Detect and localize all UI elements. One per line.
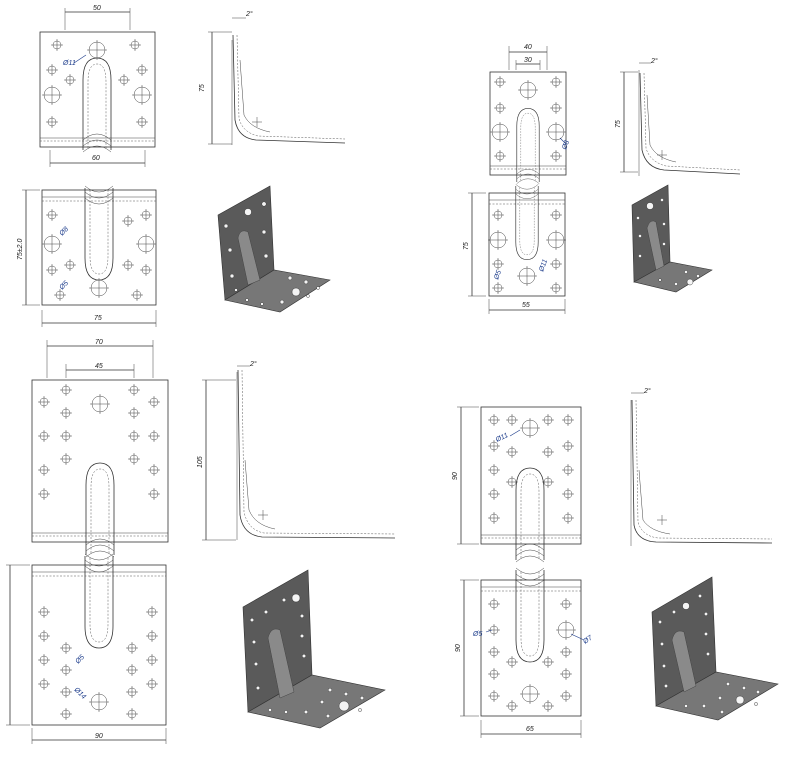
bracket-d-3d-render (651, 576, 779, 721)
bracket-a-angle-dim: 2° (245, 10, 253, 18)
bracket-d-hole-b-label: Ø7 (581, 634, 594, 646)
bracket-b-side-height-dim: 75 (615, 120, 622, 128)
bracket-a-back-width-dim: 75 (94, 315, 102, 322)
bracket-a-back-view: 75±2.0 75 Ø8 Ø5 (17, 185, 157, 327)
bracket-b-hole-a-label: Ø11 (538, 258, 549, 273)
bracket-a-hole-label: Ø11 (62, 60, 76, 67)
bracket-b-hole-label: Ø8 (561, 139, 571, 151)
bracket-b-side-view: 75 2° (615, 57, 741, 176)
bracket-a-side-height-dim: 75 (199, 84, 206, 92)
bracket-a-hole-a-label: Ø8 (58, 226, 70, 238)
bracket-b-front-view: 40 30 Ø8 (489, 44, 571, 184)
bracket-a-top-width-dim: 50 (93, 5, 101, 12)
bracket-b-back-view: 75 55 Ø11 Ø5 (463, 184, 567, 314)
bracket-c-side-view: 105 2° (197, 360, 396, 541)
bracket-d-front-height-dim: 90 (452, 472, 459, 480)
bracket-c-hole-a-label: Ø5 (74, 654, 86, 666)
bracket-d-side-view: 2° (630, 387, 773, 546)
bracket-c-inner-width-dim: 45 (95, 363, 103, 370)
bracket-b-inner-width-dim: 30 (524, 57, 532, 64)
bracket-b-3d-render (631, 184, 713, 293)
bracket-c-hole-b-label: Ø14 (72, 686, 87, 701)
bracket-d-back-width-dim: 65 (526, 726, 534, 733)
bracket-c-front-view: 70 45 (31, 339, 169, 558)
bracket-d-hole-a-label: Ø5 (472, 631, 482, 638)
bracket-a-hole-b-label: Ø5 (58, 280, 70, 292)
bracket-b-back-height-dim: 75 (463, 242, 470, 250)
bracket-c-top-width-dim: 70 (95, 339, 103, 346)
bracket-c-side-height-dim: 105 (197, 456, 204, 468)
bracket-c-3d-render (242, 569, 386, 729)
bracket-c-back-view: 90 Ø5 Ø14 (6, 553, 167, 744)
bracket-d-back-view: 90 65 Ø5 Ø7 (455, 567, 595, 738)
bracket-a-side-view: 75 2° (199, 10, 346, 145)
bracket-a-bottom-width-dim: 60 (92, 155, 100, 162)
bracket-d-angle-dim: 2° (643, 387, 651, 395)
bracket-a-front-view: 50 60 Ø11 (39, 5, 156, 167)
bracket-d-back-height-dim: 90 (455, 644, 462, 652)
bracket-c-angle-dim: 2° (249, 360, 257, 368)
bracket-c-back-width-dim: 90 (95, 733, 103, 740)
bracket-a-back-height-dim: 75±2.0 (17, 239, 24, 260)
bracket-b-hole-b-label: Ø5 (493, 269, 503, 281)
bracket-d-hole-label: Ø11 (494, 432, 509, 444)
bracket-b-top-width-dim: 40 (524, 44, 532, 51)
bracket-a-3d-render (217, 185, 331, 313)
bracket-b-angle-dim: 2° (650, 57, 658, 65)
bracket-b-back-width-dim: 55 (522, 302, 530, 309)
bracket-d-front-view: 90 Ø11 (452, 406, 582, 563)
